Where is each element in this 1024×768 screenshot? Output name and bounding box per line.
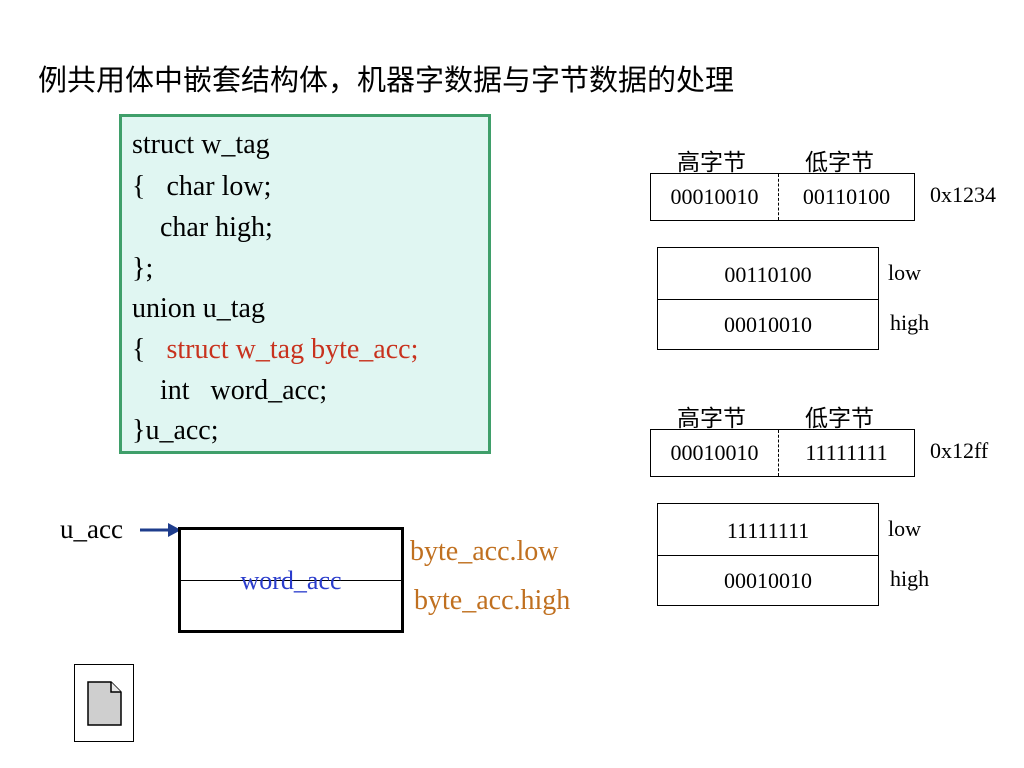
document-icon-button[interactable] xyxy=(74,664,134,742)
word-acc-label: word_acc xyxy=(240,566,342,595)
ex2-low-byte: 11111111 xyxy=(805,440,888,465)
ex2-hex-value: 0x12ff xyxy=(930,438,989,463)
ex1-high-byte: 00010010 xyxy=(670,184,759,209)
code-line-6: { struct w_tag byte_acc; xyxy=(132,334,418,366)
code-line-6-prefix: { xyxy=(132,334,167,365)
ex1-byte-divider xyxy=(778,174,779,220)
ex2-high-byte-label: 高字节 xyxy=(677,406,746,431)
ex1-mem-divider xyxy=(658,299,878,300)
ex1-low-tag: low xyxy=(888,260,921,285)
ex1-hex-value: 0x1234 xyxy=(930,182,996,207)
union-memory-box: word_acc xyxy=(178,527,404,633)
ex1-mem-high: 00010010 xyxy=(724,312,812,337)
code-line-7: int word_acc; xyxy=(132,375,328,406)
ex2-mem-low: 11111111 xyxy=(726,518,810,543)
pointer-arrow-icon xyxy=(140,523,181,537)
code-line-5: union u_tag xyxy=(132,293,265,324)
ex2-mem-divider xyxy=(658,555,878,556)
code-line-2: { char low; xyxy=(132,171,272,202)
byte-acc-low-label: byte_acc.low xyxy=(410,536,559,567)
code-line-4: }; xyxy=(132,253,154,284)
code-line-8: }u_acc; xyxy=(132,415,219,446)
ex2-word-register: 00010010 11111111 xyxy=(650,429,915,477)
ex2-mem-high: 00010010 xyxy=(724,568,812,593)
byte-acc-high-label: byte_acc.high xyxy=(414,585,571,616)
ex1-memory-bytes: 00110100 00010010 xyxy=(657,247,879,350)
ex2-byte-divider xyxy=(778,430,779,476)
union-byte-divider xyxy=(181,580,401,581)
ex2-low-byte-label: 低字节 xyxy=(805,406,874,431)
union-var-label: u_acc xyxy=(60,514,123,544)
code-box: struct w_tag { char low; char high; }; u… xyxy=(119,114,491,454)
ex1-high-tag: high xyxy=(890,310,930,335)
code-line-1: struct w_tag xyxy=(132,129,270,160)
code-highlight: struct w_tag byte_acc; xyxy=(166,334,419,365)
ex1-mem-low: 00110100 xyxy=(724,262,812,287)
ex2-low-tag: low xyxy=(888,516,921,541)
ex1-low-byte-label: 低字节 xyxy=(805,150,874,175)
ex1-word-register: 00010010 00110100 xyxy=(650,173,915,221)
document-icon xyxy=(87,681,122,726)
ex2-high-byte: 00010010 xyxy=(670,440,759,465)
ex1-low-byte: 00110100 xyxy=(802,184,891,209)
page-title: 例共用体中嵌套结构体，机器字数据与字节数据的处理 xyxy=(38,65,735,97)
ex2-memory-bytes: 11111111 00010010 xyxy=(657,503,879,606)
code-line-3: char high; xyxy=(132,212,273,243)
ex2-high-tag: high xyxy=(890,566,930,591)
ex1-high-byte-label: 高字节 xyxy=(677,150,746,175)
